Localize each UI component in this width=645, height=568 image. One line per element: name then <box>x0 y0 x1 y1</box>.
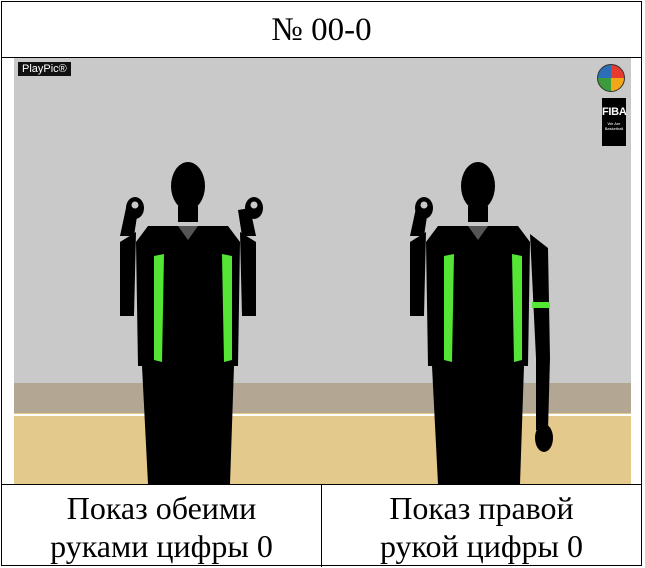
jersey-accent-right-2 <box>512 254 522 362</box>
basketball-icon <box>597 64 625 92</box>
caption-right-line-1: Показ правой <box>389 490 574 526</box>
fiba-logo-text: FIBA <box>602 106 627 118</box>
sleeve-accent-right <box>532 302 550 308</box>
referee-illustration: PlayPic® FIBA We Are Basketball <box>14 58 631 484</box>
jersey-accent-left-1 <box>154 254 164 362</box>
caption-row: Показ обеими руками цифры 0 Показ правой… <box>2 484 641 567</box>
caption-left-line-1: Показ обеими <box>66 490 257 526</box>
caption-left-line-2: руками цифры 0 <box>50 528 273 564</box>
jersey-accent-left-2 <box>222 254 232 362</box>
baseboard <box>14 383 631 413</box>
fiba-logo: FIBA We Are Basketball <box>602 98 627 146</box>
fiba-slogan: We Are Basketball <box>604 121 624 131</box>
hand-zero-right <box>420 201 428 209</box>
hand-zero-left-1 <box>131 201 139 209</box>
hand-zero-left-2 <box>250 201 258 209</box>
caption-left: Показ обеими руками цифры 0 <box>2 485 322 567</box>
caption-right-line-2: рукой цифры 0 <box>379 528 584 564</box>
referee-scene <box>14 58 631 484</box>
caption-right: Показ правой рукой цифры 0 <box>322 485 641 567</box>
jersey-collar-right <box>468 226 488 240</box>
jersey-accent-right-1 <box>444 254 454 362</box>
floor <box>14 413 631 484</box>
jersey-collar-left <box>178 226 198 240</box>
playpic-logo: PlayPic® <box>18 62 71 76</box>
page-title: № 00-0 <box>2 2 641 58</box>
